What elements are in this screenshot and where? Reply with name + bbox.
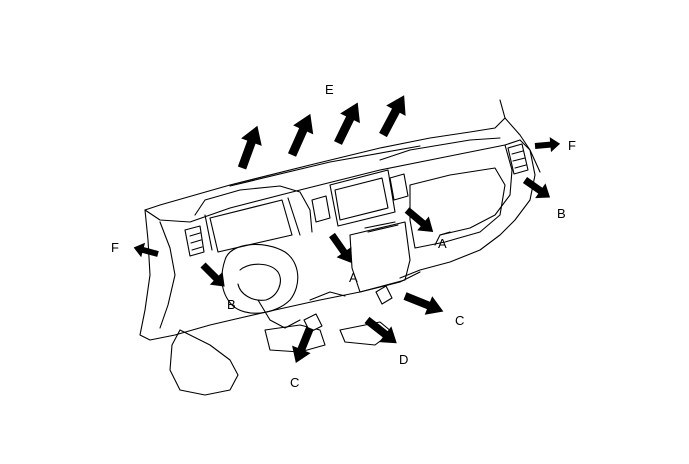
vent-right-slats [511,150,527,169]
dash-crease-2 [379,137,501,161]
vent-left-slats [189,232,203,251]
label-b-right: B [557,206,566,221]
vent-left [184,225,205,257]
meter-hood [194,185,313,233]
dash-top-rear [504,117,541,173]
arrow-b-left [196,258,232,294]
dash-crease [229,145,421,187]
label-d: D [399,352,408,367]
vent-center-right [389,173,409,201]
label-a-right: A [438,236,447,251]
meter-cluster [209,199,293,253]
label-e: E [325,82,334,97]
foot-outlet-right [375,285,393,305]
meter-hood-sides [204,197,301,251]
arrow-c-right [401,286,448,321]
steering-hub [237,263,281,301]
arrow-b-right [519,172,556,205]
vent-right [507,143,529,175]
label-f-left: F [111,240,119,255]
arrow-e-2 [281,109,321,160]
center-display-bezel [329,169,396,227]
vent-center-left [311,195,331,223]
glovebox-handle [434,231,451,246]
steering-wheel [221,243,299,314]
dash-left-inner [159,221,176,329]
dash-top-front [144,139,521,223]
arrow-f-right [534,136,561,154]
arrow-a-center [324,229,359,269]
center-stack-trim [364,221,399,233]
center-display [334,177,389,221]
under-duct-left [169,329,239,396]
arrow-e-1 [231,121,268,172]
arrow-c-lower [286,324,320,367]
label-b-left: B [227,297,236,312]
instrument-panel [139,99,541,396]
arrow-d [360,312,403,352]
dash-top-edge [144,99,506,211]
label-f-right: F [568,138,576,153]
arrow-f-left [131,240,160,262]
under-duct-center [264,324,326,353]
dash-right-inner [439,144,513,236]
airflow-labels: E F F B B A A C C D [111,82,576,390]
arrow-e-4 [373,90,414,141]
label-c-right: C [455,313,464,328]
lower-panel [239,271,421,319]
steering-column [257,299,301,329]
label-a-center: A [349,270,358,285]
label-c-lower: C [290,375,299,390]
dash-right-body [399,139,536,279]
console-edge [309,291,346,301]
arrow-e-3 [328,97,368,148]
glovebox [409,167,506,249]
